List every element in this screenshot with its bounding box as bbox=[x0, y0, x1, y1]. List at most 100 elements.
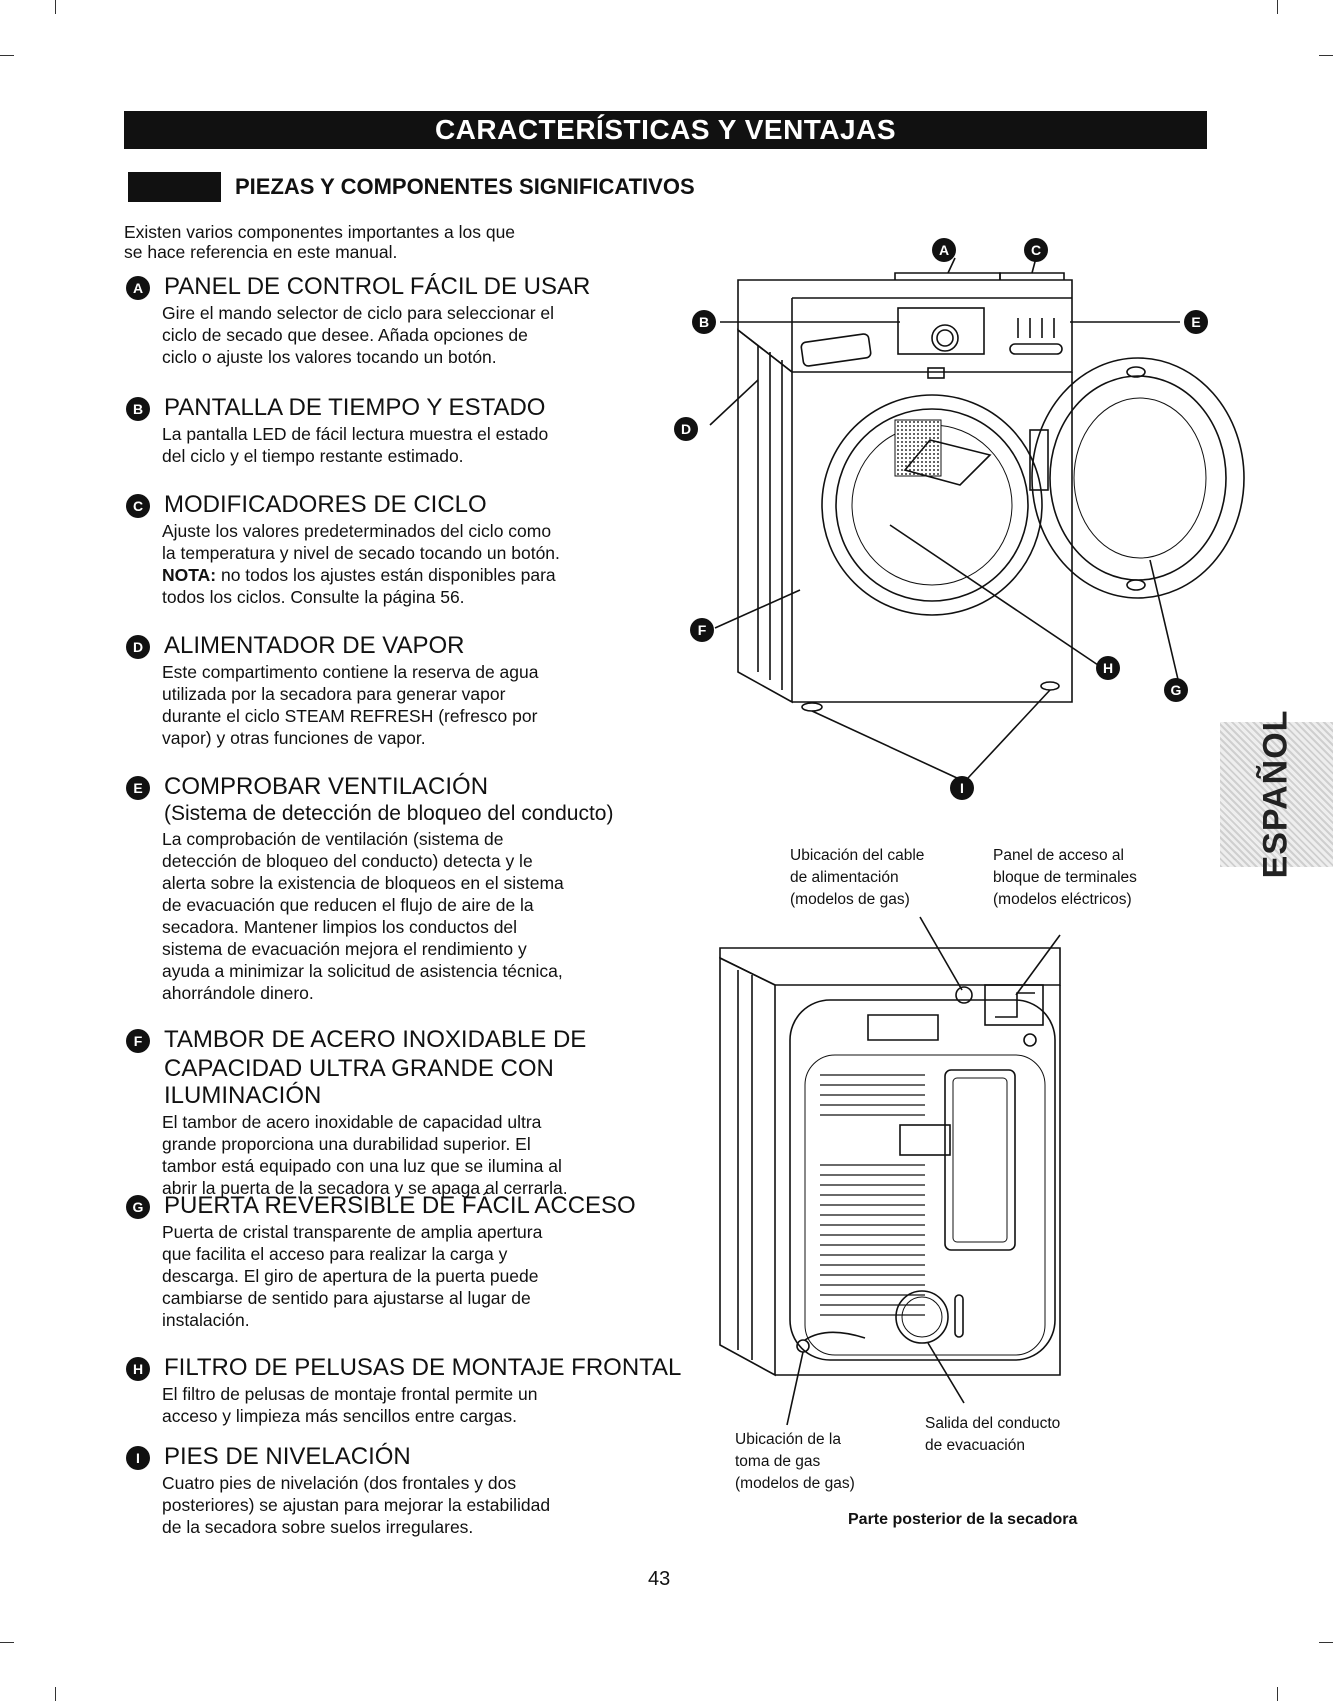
feature-title: PANTALLA DE TIEMPO Y ESTADO bbox=[164, 394, 546, 421]
caption-exhaust: Salida del conducto de evacuación bbox=[925, 1413, 1060, 1457]
caption-line: de alimentación bbox=[790, 869, 899, 886]
caption-line: de evacuación bbox=[925, 1437, 1025, 1454]
crop-mark bbox=[55, 1687, 56, 1701]
caption-line: Salida del conducto bbox=[925, 1415, 1061, 1432]
feature-line: Gire el mando selector de ciclo para sel… bbox=[162, 303, 554, 323]
caption-line: Ubicación del cable bbox=[790, 847, 925, 864]
caption-line: bloque de terminales bbox=[993, 869, 1137, 886]
caption-line: (modelos de gas) bbox=[790, 891, 910, 908]
caption-gas-inlet: Ubicación de la toma de gas (modelos de … bbox=[735, 1429, 855, 1495]
feature-line: del ciclo y el tiempo restante estimado. bbox=[162, 446, 464, 466]
section-banner: CARACTERÍSTICAS Y VENTAJAS bbox=[124, 111, 1207, 149]
feature-line: acceso y limpieza más sencillos entre ca… bbox=[162, 1406, 518, 1426]
feature-subtitle: (Sistema de detección de bloqueo del con… bbox=[164, 802, 614, 825]
language-tab-label: ESPAÑOL bbox=[1256, 709, 1295, 879]
feature-a: A PANEL DE CONTROL FÁCIL DE USAR Gire el… bbox=[122, 273, 682, 368]
feature-line: Este compartimento contiene la reserva d… bbox=[162, 662, 539, 682]
intro-text: Existen varios componentes importantes a… bbox=[124, 222, 604, 262]
crop-mark bbox=[1277, 1687, 1278, 1701]
feature-line: detección de bloqueo del conducto) detec… bbox=[162, 851, 533, 871]
intro-line: Existen varios componentes importantes a… bbox=[124, 222, 516, 242]
feature-title-2: CAPACIDAD ULTRA GRANDE CON ILUMINACIÓN bbox=[164, 1055, 554, 1109]
feature-line: Puerta de cristal transparente de amplia… bbox=[162, 1222, 543, 1242]
note-line: no todos los ajustes están disponibles p… bbox=[216, 565, 556, 585]
feature-line: Ajuste los valores predeterminados del c… bbox=[162, 521, 552, 541]
feature-c: C MODIFICADORES DE CICLO Ajuste los valo… bbox=[122, 491, 682, 608]
badge-h: H bbox=[126, 1357, 150, 1381]
feature-line: ahorrándole dinero. bbox=[162, 983, 314, 1003]
feature-line: que facilita el acceso para realizar la … bbox=[162, 1244, 508, 1264]
caption-line: (modelos de gas) bbox=[735, 1475, 855, 1492]
feature-title: PANEL DE CONTROL FÁCIL DE USAR bbox=[164, 273, 591, 300]
rear-dryer-illustration bbox=[719, 916, 1061, 1426]
badge-g: G bbox=[126, 1195, 150, 1219]
feature-line: de evacuación que reducen el flujo de ai… bbox=[162, 895, 534, 915]
badge-d: D bbox=[126, 635, 150, 659]
feature-line: de la secadora sobre suelos irregulares. bbox=[162, 1517, 474, 1537]
feature-line: ciclo de secado que desee. Añada opcione… bbox=[162, 325, 528, 345]
feature-line: grande proporciona una durabilidad super… bbox=[162, 1134, 531, 1154]
feature-line: ayuda a minimizar la solicitud de asiste… bbox=[162, 961, 563, 981]
badge-f: F bbox=[126, 1029, 150, 1053]
feature-line: la temperatura y nivel de secado tocando… bbox=[162, 543, 560, 563]
feature-i: I PIES DE NIVELACIÓN Cuatro pies de nive… bbox=[122, 1443, 682, 1538]
crop-mark bbox=[1277, 0, 1278, 14]
badge-e: E bbox=[126, 776, 150, 800]
feature-title: PIES DE NIVELACIÓN bbox=[164, 1443, 411, 1470]
feature-line: sistema de evacuación mejora el rendimie… bbox=[162, 939, 527, 959]
note-label: NOTA: bbox=[162, 565, 217, 585]
badge-b: B bbox=[126, 397, 150, 421]
feature-title: TAMBOR DE ACERO INOXIDABLE DE bbox=[164, 1026, 587, 1053]
feature-title: ALIMENTADOR DE VAPOR bbox=[164, 632, 465, 659]
feature-e: E COMPROBAR VENTILACIÓN (Sistema de dete… bbox=[122, 773, 682, 1004]
feature-title: MODIFICADORES DE CICLO bbox=[164, 491, 487, 518]
feature-f: F TAMBOR DE ACERO INOXIDABLE DE CAPACIDA… bbox=[122, 1026, 682, 1199]
callout-badge-g: G bbox=[1164, 678, 1188, 702]
feature-line: posteriores) se ajustan para mejorar la … bbox=[162, 1495, 551, 1515]
feature-line: secadora. Mantener limpios los conductos… bbox=[162, 917, 518, 937]
badge-c: C bbox=[126, 494, 150, 518]
feature-line: El tambor de acero inoxidable de capacid… bbox=[162, 1112, 542, 1132]
feature-title: PUERTA REVERSIBLE DE FÁCIL ACCESO bbox=[164, 1192, 636, 1219]
feature-line: La pantalla LED de fácil lectura muestra… bbox=[162, 424, 549, 444]
subheading-text: PIEZAS Y COMPONENTES SIGNIFICATIVOS bbox=[235, 174, 695, 199]
feature-g: G PUERTA REVERSIBLE DE FÁCIL ACCESO Puer… bbox=[122, 1192, 682, 1331]
feature-d: D ALIMENTADOR DE VAPOR Este compartiment… bbox=[122, 632, 682, 749]
intro-line: se hace referencia en este manual. bbox=[124, 242, 398, 262]
feature-line: utilizada por la secadora para generar v… bbox=[162, 684, 506, 704]
feature-line: El filtro de pelusas de montaje frontal … bbox=[162, 1384, 538, 1404]
caption-line: Ubicación de la bbox=[735, 1431, 841, 1448]
caption-terminal-panel: Panel de acceso al bloque de terminales … bbox=[993, 845, 1137, 911]
language-tab: ESPAÑOL bbox=[1220, 710, 1333, 878]
callout-badge-d: D bbox=[674, 417, 698, 441]
feature-line: instalación. bbox=[162, 1310, 250, 1330]
front-dryer-illustration bbox=[709, 257, 1245, 779]
feature-line: alerta sobre la existencia de bloqueos e… bbox=[162, 873, 564, 893]
page-number: 43 bbox=[648, 1568, 671, 1590]
crop-mark bbox=[55, 0, 56, 14]
caption-line: Panel de acceso al bbox=[993, 847, 1124, 864]
callout-badge-a: A bbox=[932, 238, 956, 262]
language-tab-background bbox=[1220, 722, 1333, 867]
feature-title: COMPROBAR VENTILACIÓN bbox=[164, 773, 489, 800]
crop-mark bbox=[0, 1642, 14, 1643]
note-line: todos los ciclos. Consulte la página 56. bbox=[162, 587, 465, 607]
caption-line: (modelos eléctricos) bbox=[993, 891, 1132, 908]
subheading-block bbox=[128, 172, 221, 202]
callout-badge-e: E bbox=[1184, 310, 1208, 334]
callout-badge-i: I bbox=[950, 776, 974, 800]
crop-mark bbox=[1319, 55, 1333, 56]
caption-power-cord: Ubicación del cable de alimentación (mod… bbox=[790, 845, 924, 911]
feature-line: cambiarse de sentido para ajustarse al l… bbox=[162, 1288, 531, 1308]
feature-line: Cuatro pies de nivelación (dos frontales… bbox=[162, 1473, 517, 1493]
feature-line: durante el ciclo STEAM REFRESH (refresco… bbox=[162, 706, 538, 726]
callout-badge-f: F bbox=[690, 618, 714, 642]
feature-line: tambor está equipado con una luz que se … bbox=[162, 1156, 562, 1176]
feature-b: B PANTALLA DE TIEMPO Y ESTADO La pantall… bbox=[122, 394, 682, 467]
callout-badge-b: B bbox=[692, 310, 716, 334]
caption-line: toma de gas bbox=[735, 1453, 821, 1470]
feature-note: NOTA: no todos los ajustes están disponi… bbox=[162, 564, 682, 586]
feature-h: H FILTRO DE PELUSAS DE MONTAJE FRONTAL E… bbox=[122, 1354, 682, 1427]
callout-badge-c: C bbox=[1024, 238, 1048, 262]
